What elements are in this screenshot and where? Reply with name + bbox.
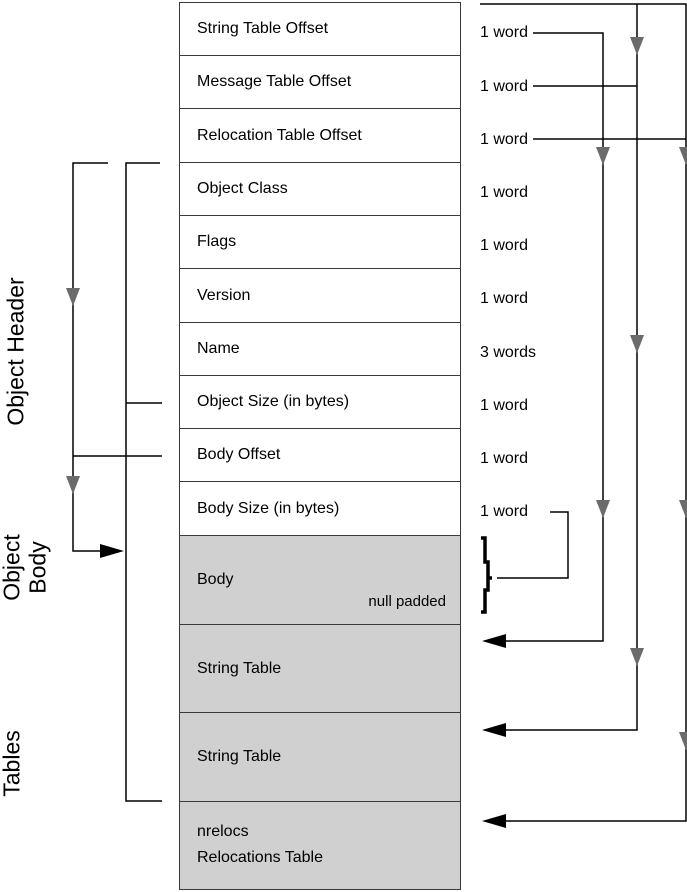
nrelocs-label: nrelocs bbox=[197, 823, 249, 840]
row-label: Body Size (in bytes) bbox=[197, 499, 340, 517]
size-label: 1 word bbox=[480, 184, 531, 202]
row-label: Name bbox=[197, 340, 240, 357]
row-label: Object Size (in bytes) bbox=[197, 393, 350, 410]
object-body-label-line1: Object bbox=[0, 534, 25, 601]
row-string-table-offset: String Table Offset bbox=[179, 2, 461, 56]
body-brace bbox=[481, 536, 492, 614]
row-object-size: Object Size (in bytes) bbox=[179, 375, 461, 429]
string-table-label: String Table bbox=[197, 659, 282, 677]
row-version: Version bbox=[179, 268, 461, 323]
down-arrow bbox=[630, 648, 644, 666]
row-body-size: Body Size (in bytes) bbox=[179, 481, 461, 536]
down-arrow bbox=[679, 732, 687, 750]
size-label: 1 word bbox=[480, 78, 531, 96]
down-arrow bbox=[679, 500, 687, 518]
arrowhead-body bbox=[100, 544, 124, 558]
object-header-bracket-outer bbox=[72, 162, 110, 552]
arrowhead-relocation-table bbox=[482, 814, 506, 828]
row-label: Relocation Table Offset bbox=[197, 126, 362, 144]
down-arrow bbox=[66, 476, 80, 494]
row-label: Flags bbox=[197, 233, 237, 250]
row-relocation-table-offset: Relocation Table Offset bbox=[179, 108, 461, 163]
row-label: Message Table Offset bbox=[197, 73, 352, 90]
size-label: 1 word bbox=[480, 131, 531, 149]
size-label: 1 word bbox=[480, 397, 531, 415]
body-section: Body null padded bbox=[179, 535, 461, 625]
size-label: 3 words bbox=[480, 344, 539, 362]
row-body-offset: Body Offset bbox=[179, 428, 461, 482]
size-label: 1 word bbox=[480, 237, 531, 255]
null-padded-note: null padded bbox=[368, 593, 446, 610]
string-table-connector bbox=[498, 32, 604, 642]
relocations-section: nrelocs Relocations Table bbox=[179, 801, 461, 890]
down-arrow bbox=[596, 147, 610, 165]
row-name: Name bbox=[179, 322, 461, 376]
down-arrow bbox=[596, 500, 610, 518]
string-table-label: String Table bbox=[197, 748, 282, 765]
down-arrow bbox=[630, 37, 644, 55]
object-header-bracket-inner bbox=[125, 162, 162, 802]
row-flags: Flags bbox=[179, 215, 461, 269]
down-arrow bbox=[66, 288, 80, 306]
body-size-connector bbox=[497, 511, 569, 579]
string-table-section-1: String Table bbox=[179, 624, 461, 713]
string-table-section-2: String Table bbox=[179, 712, 461, 802]
arrowhead-message-table bbox=[482, 723, 506, 737]
relocations-table-label: Relocations Table bbox=[197, 849, 324, 866]
row-label: Body Offset bbox=[197, 446, 281, 463]
object-body-label-line2: Body bbox=[24, 541, 51, 594]
row-label: String Table Offset bbox=[197, 20, 329, 37]
size-label: 1 word bbox=[480, 290, 531, 308]
size-label: 1 word bbox=[480, 450, 531, 468]
object-header-label: Object Header bbox=[2, 277, 29, 426]
size-label: 1 word bbox=[480, 503, 531, 521]
message-table-connector bbox=[498, 4, 638, 731]
arrowhead-string-table bbox=[482, 634, 506, 648]
down-arrow bbox=[679, 147, 687, 165]
size-label: 1 word bbox=[480, 24, 531, 42]
row-label: Object Class bbox=[197, 180, 288, 197]
relocation-table-connector bbox=[480, 3, 687, 822]
body-label: Body bbox=[197, 571, 234, 588]
down-arrow bbox=[630, 335, 644, 353]
tables-label: Tables bbox=[0, 730, 25, 797]
row-label: Version bbox=[197, 286, 251, 304]
